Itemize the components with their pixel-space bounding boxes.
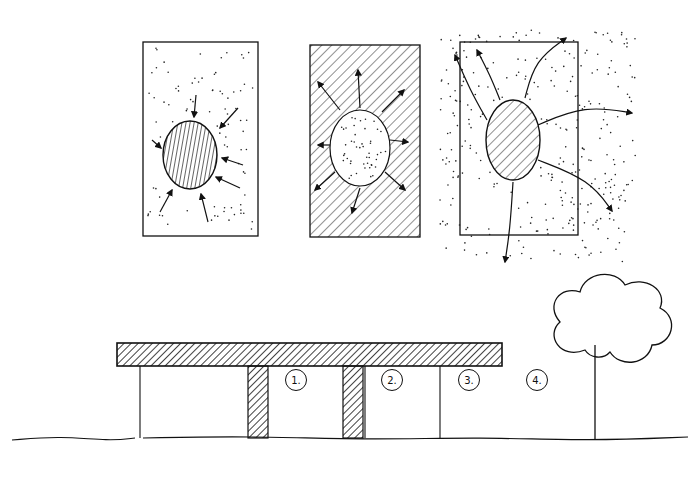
panel-outward xyxy=(310,45,420,237)
callout-number: 2. xyxy=(381,369,403,391)
glass-wall xyxy=(439,366,440,438)
ground-line xyxy=(143,437,688,440)
callout-number: 1. xyxy=(285,369,307,391)
ground-line xyxy=(12,437,135,440)
tree-trunk xyxy=(594,345,595,440)
glass-wall xyxy=(364,366,365,438)
glass-wall xyxy=(139,366,140,438)
tree-crown xyxy=(554,274,672,362)
panel-dispersed xyxy=(439,29,636,262)
column xyxy=(343,366,363,438)
callout-number: 4. xyxy=(526,369,548,391)
column xyxy=(248,366,268,438)
building-section xyxy=(12,274,688,440)
callout-number: 3. xyxy=(458,369,480,391)
panel-inward xyxy=(143,42,258,236)
roof-slab xyxy=(117,343,502,366)
